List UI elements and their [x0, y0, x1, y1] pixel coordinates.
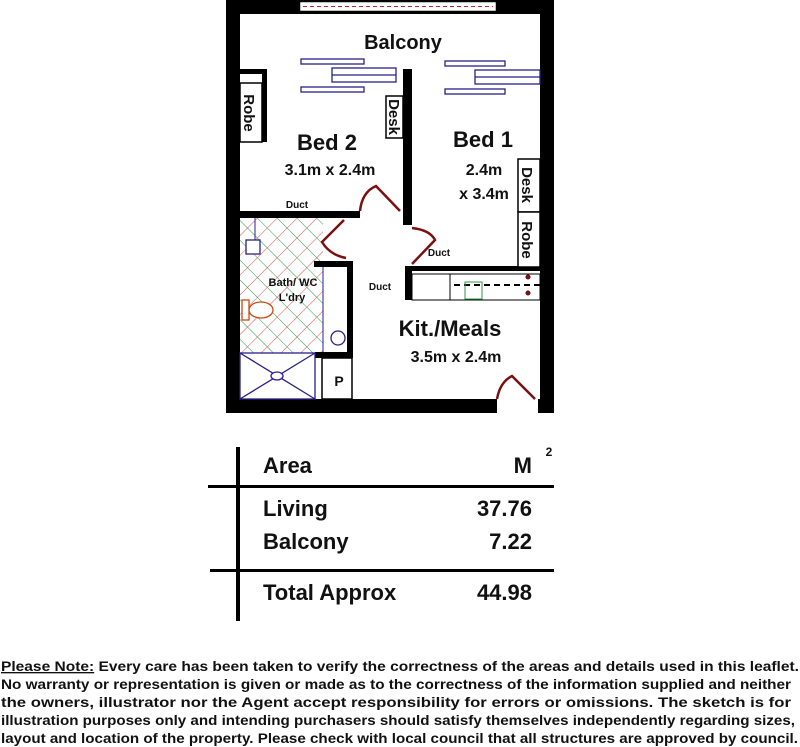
robe-left: Robe [239, 82, 263, 143]
robe-left-label: Robe [240, 94, 257, 132]
shower [239, 352, 316, 400]
disclaimer-line-2: No warranty or representation is given o… [1, 677, 792, 692]
pantry: P [321, 357, 353, 400]
table-row: Living 37.76 [263, 496, 532, 521]
disclaimer-line-1: Please Note: Every care has been taken t… [1, 659, 799, 674]
row-label: Balcony [263, 529, 349, 554]
room-size-bed1-line2: x 3.4m [459, 186, 509, 203]
desk-bed2-label: Desk [385, 99, 402, 136]
room-size-bed2: 3.1m x 2.4m [285, 162, 376, 179]
area-header-unit-sup: 2 [546, 445, 553, 459]
sliding-door-bed2 [300, 58, 397, 93]
door-bed1 [411, 226, 437, 265]
table-total-row: Total Approx 44.98 [263, 580, 532, 605]
doors [320, 184, 536, 400]
total-value: 44.98 [477, 580, 532, 605]
room-label-balcony: Balcony [364, 32, 443, 54]
room-label-bed2: Bed 2 [297, 130, 357, 155]
area-table: Area M 2 Living 37.76 Balcony 7.22 Total… [208, 445, 554, 621]
desk-bed1-label: Desk [518, 167, 535, 204]
desk-bed2: Desk [385, 95, 404, 139]
duct-label-hall: Duct [369, 282, 392, 293]
washing-machine-icon [330, 330, 346, 346]
area-header-label: Area [263, 453, 313, 478]
basin [245, 239, 261, 255]
floor-plan: Robe Desk Desk Robe [226, 0, 554, 413]
door-entry [495, 374, 536, 400]
disclaimer-line-4: illustration purposes only and intending… [1, 713, 795, 728]
door-bath [320, 219, 347, 260]
room-label-kitchen: Kit./Meals [399, 316, 502, 341]
disclaimer-line-3: the owners, illustrator nor the Agent ac… [1, 695, 792, 710]
disclaimer: Please Note: Every care has been taken t… [1, 659, 799, 746]
area-header-unit: M [514, 453, 532, 478]
row-label: Living [263, 496, 328, 521]
room-label-bath-line1: Bath/ WC [269, 277, 318, 289]
toilet-icon [241, 299, 274, 321]
row-value: 37.76 [477, 496, 532, 521]
door-bed2 [358, 184, 401, 212]
disclaimer-heading: Please Note: [1, 659, 94, 674]
total-label: Total Approx [263, 580, 397, 605]
table-row: Balcony 7.22 [263, 529, 532, 554]
room-size-kitchen: 3.5m x 2.4m [411, 349, 502, 366]
robe-bed1-label: Robe [518, 221, 535, 259]
pantry-label: P [334, 373, 343, 389]
desk-bed1: Desk [517, 158, 541, 213]
robe-bed1: Robe [517, 211, 541, 268]
duct-label-bed1: Duct [428, 248, 451, 259]
room-label-bath-line2: L'dry [279, 292, 306, 304]
duct-label-bed2: Duct [286, 200, 309, 211]
row-value: 7.22 [489, 529, 532, 554]
kitchen-bench [411, 273, 541, 301]
disclaimer-line-1-text: Every care has been taken to verify the … [94, 659, 799, 674]
sliding-door-bed1 [444, 60, 541, 95]
disclaimer-line-5: layout and location of the property. Ple… [1, 731, 798, 746]
room-label-bed1: Bed 1 [453, 127, 513, 152]
room-size-bed1-line1: 2.4m [466, 162, 502, 179]
